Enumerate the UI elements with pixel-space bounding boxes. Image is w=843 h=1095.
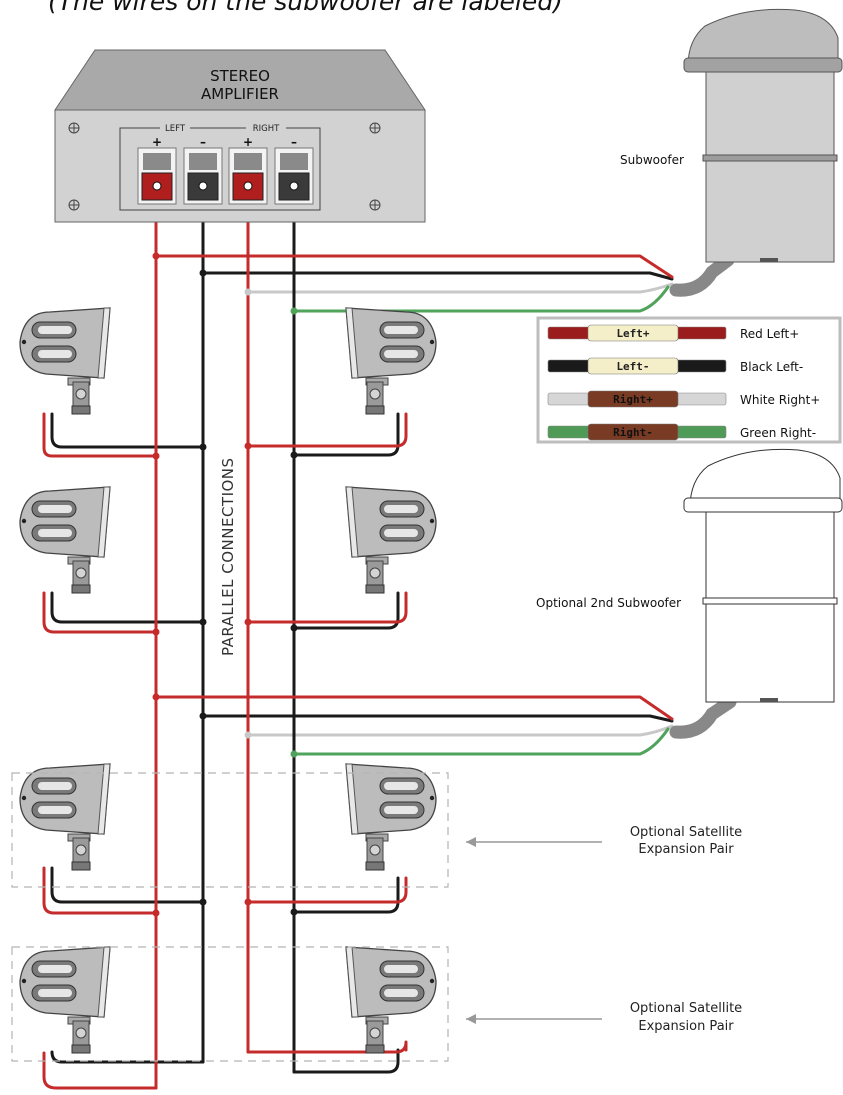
satellite-speaker-right-4 (346, 947, 436, 1053)
legend-row: Right+ White Right+ (547, 390, 820, 408)
amp-left-minus: – (200, 135, 206, 149)
green-wire-sub2 (292, 727, 670, 756)
legend-tag-text: Right+ (613, 393, 653, 406)
expansion-1-line1: Optional Satellite (630, 825, 742, 840)
subwoofer-2: Optional 2nd Subwoofer (536, 448, 843, 739)
satellite-speaker-left-2 (19, 486, 111, 594)
legend-row: Left- Black Left- (547, 357, 803, 375)
green-wire-sub1 (292, 285, 670, 313)
legend-label: Black Left- (740, 360, 803, 374)
amp-terminals (137, 147, 314, 205)
expansion-2-line2: Expansion Pair (638, 1019, 734, 1034)
black-wire-sub2 (201, 714, 674, 723)
expansion-annotation-1: Optional Satellite Expansion Pair (466, 825, 742, 857)
expansion-boxes (11, 772, 449, 1062)
legend-wire-tag (587, 390, 679, 408)
satellite-speaker-right-3 (346, 764, 436, 870)
wires (42, 185, 674, 1090)
satellite-speaker-left-3 (19, 763, 111, 871)
legend-label: Green Right- (740, 426, 816, 440)
expansion-1-line2: Expansion Pair (638, 842, 734, 857)
amplifier-label-line1: STEREO (210, 67, 270, 85)
subwoofer-1: Subwoofer (620, 8, 843, 297)
legend-row: Left+ Red Left+ (547, 324, 799, 342)
amp-channel-left: LEFT (165, 124, 186, 134)
expansion-annotation-2: Optional Satellite Expansion Pair (466, 1001, 742, 1034)
amp-left-plus: + (152, 135, 162, 149)
satellite-speakers (19, 307, 436, 1054)
red-wire-sub2 (154, 695, 674, 721)
amp-right-minus: – (291, 135, 297, 149)
white-wire-sub1 (246, 282, 674, 294)
amplifier-label-line2: AMPLIFIER (201, 85, 279, 103)
white-wire-sub2 (246, 724, 674, 737)
diagram-title: (The wires on the subwoofer are labeled) (48, 0, 563, 16)
wire-legend: Left+ Red Left+ Left- Black Left- Right+ Whit… (536, 316, 842, 444)
subwoofer-1-label: Subwoofer (620, 153, 684, 167)
legend-tag-text: Right- (613, 426, 653, 439)
legend-wire-tag (587, 423, 679, 441)
red-wire-sub1 (154, 254, 674, 279)
expansion-2-line1: Optional Satellite (630, 1001, 742, 1016)
expansion-box-2 (11, 946, 449, 1062)
legend-label: White Right+ (740, 393, 820, 407)
legend-tag-text: Left+ (616, 327, 649, 340)
legend-wire-tag (587, 324, 679, 342)
parallel-connections-label: PARALLEL CONNECTIONS (219, 457, 237, 656)
legend-wire-tag (587, 357, 679, 375)
subwoofer-2-label: Optional 2nd Subwoofer (536, 596, 681, 610)
amp-channel-right: RIGHT (253, 124, 280, 134)
legend-tag-text: Left- (616, 360, 649, 373)
satellite-speaker-right-1 (346, 308, 436, 414)
amp-right-plus: + (243, 135, 253, 149)
legend-row: Right- Green Right- (547, 423, 816, 441)
black-wire-sub1 (201, 271, 674, 281)
stereo-amplifier: STEREO AMPLIFIER LEFT RIGHT + – + – (54, 49, 426, 223)
legend-label: Red Left+ (740, 327, 799, 341)
satellite-speaker-right-2 (346, 487, 436, 593)
satellite-speaker-left-1 (19, 307, 111, 415)
amp-screws (68, 122, 381, 211)
satellite-speaker-left-4 (19, 946, 111, 1054)
expansion-box-1 (11, 772, 449, 888)
